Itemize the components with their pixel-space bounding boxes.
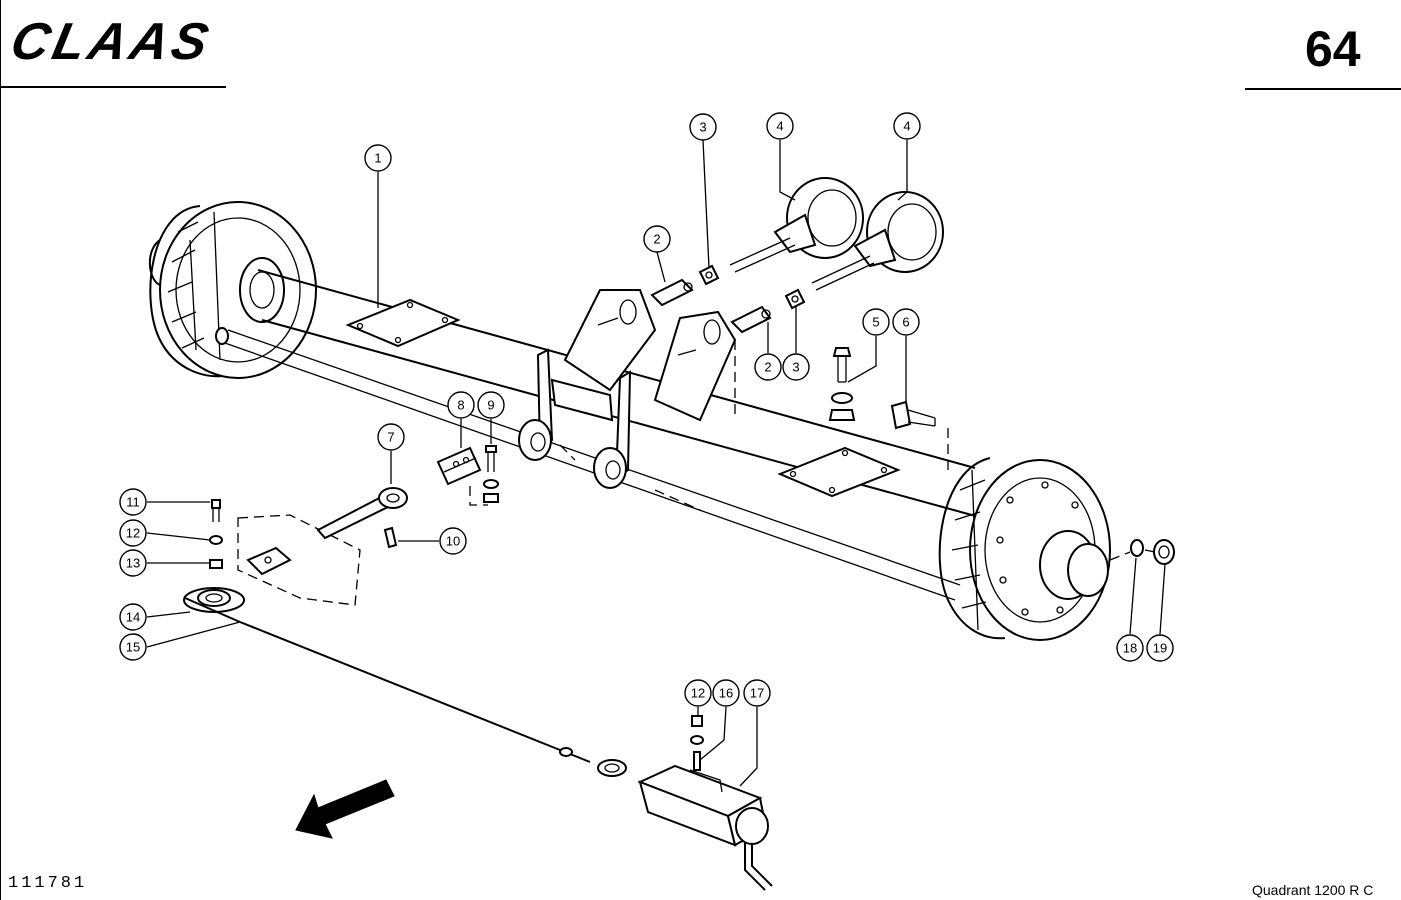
callout-2a: 2 [643,225,671,253]
svg-text:10: 10 [446,534,460,549]
svg-text:3: 3 [699,120,706,135]
callout-18: 18 [1116,634,1144,662]
callout-1: 1 [364,144,392,172]
pulley-cable [183,499,627,777]
callout-13: 13 [119,549,147,577]
bracket-8-bolt-9 [436,445,499,506]
brake-cylinders [698,177,944,310]
svg-text:12: 12 [691,686,705,701]
callout-11: 11 [119,488,147,516]
header-rule-left [0,86,226,88]
svg-text:2: 2 [764,360,771,375]
callout-19: 19 [1146,634,1174,662]
callout-5: 5 [862,308,890,336]
header-rule-right [1245,88,1401,90]
callout-17: 17 [743,679,771,707]
svg-text:2: 2 [653,232,660,247]
callout-7: 7 [377,423,405,451]
svg-text:1: 1 [374,151,381,166]
svg-text:7: 7 [387,430,394,445]
callout-3a: 3 [689,113,717,141]
svg-text:16: 16 [719,686,733,701]
callout-2b: 2 [754,353,782,381]
svg-text:4: 4 [903,119,910,134]
bolts-5-6 [828,347,949,470]
actuator-17 [637,715,773,891]
drawing-number: 111781 [8,874,88,893]
cable-lever-housing [237,487,408,606]
svg-text:9: 9 [487,398,494,413]
callout-8: 8 [447,391,475,419]
frame-left-border [0,0,1,900]
svg-text:13: 13 [126,556,140,571]
callout-15: 15 [119,633,147,661]
svg-text:12: 12 [126,526,140,541]
svg-text:19: 19 [1153,641,1167,656]
brake-lever-brackets [518,278,772,511]
callout-4a: 4 [766,112,794,140]
svg-text:3: 3 [792,360,799,375]
callout-9: 9 [477,391,505,419]
svg-text:15: 15 [126,640,140,655]
callout-12a: 12 [119,519,147,547]
svg-text:8: 8 [457,398,464,413]
callout-10: 10 [439,527,467,555]
page-number: 64 [1305,21,1361,77]
callout-16: 16 [712,679,740,707]
right-wheel-hub [938,457,1175,641]
svg-text:11: 11 [126,495,140,510]
callout-3b: 3 [782,353,810,381]
svg-text:4: 4 [776,119,783,134]
svg-text:17: 17 [750,686,764,701]
callout-6: 6 [892,308,920,336]
svg-text:14: 14 [126,610,140,625]
svg-text:18: 18 [1123,641,1137,656]
callout-leader-lines [146,139,1166,787]
svg-text:5: 5 [872,315,879,330]
callout-12b: 12 [684,679,712,707]
svg-text:6: 6 [902,315,909,330]
callout-4b: 4 [893,112,921,140]
direction-arrow-icon [295,779,395,839]
model-label: Quadrant 1200 R C [1252,882,1374,898]
callout-14: 14 [119,603,147,631]
